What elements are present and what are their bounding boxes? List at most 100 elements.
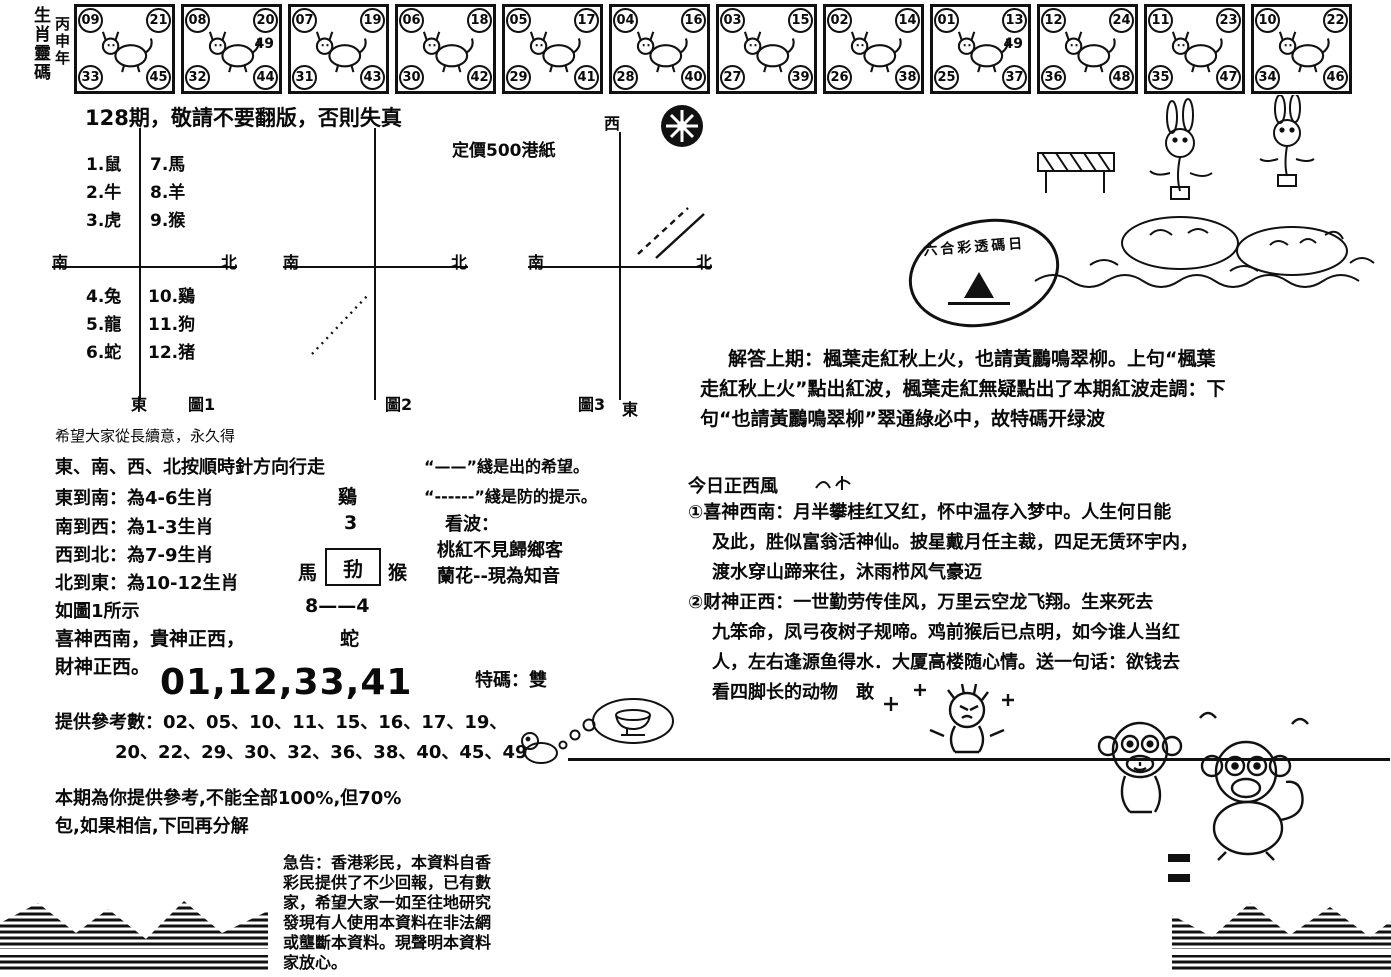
dotted-line-note: “------”綫是防的提示。 xyxy=(424,487,597,506)
ball-number: 39 xyxy=(788,65,813,90)
zodiac-number-row: 09 21 33 45 08 20 49 32 44 07 19 31 43 0… xyxy=(74,4,1352,94)
monkey-illustration-icon xyxy=(952,27,1010,75)
gods-line-2: 財神正西。 xyxy=(55,656,151,678)
fig3-west-label: 西 xyxy=(604,114,621,133)
legend-horse: 7.馬 xyxy=(150,155,186,175)
fig2-vertical-line xyxy=(374,128,376,400)
fig1-vertical-line xyxy=(139,128,141,400)
fig1-horizontal-line xyxy=(52,266,237,268)
fig2-label: 圖2 xyxy=(385,395,413,414)
wealth-god-line-2: 九笨命，凤弓夜树子规啼。鸡前猴后已点明，如今谁人当红 xyxy=(712,622,1180,643)
ball-number: 06 xyxy=(399,8,424,33)
dog-illustration-icon xyxy=(1166,27,1224,75)
ball-number: 02 xyxy=(827,8,852,33)
ball-number: 18 xyxy=(467,8,492,33)
legend-tiger: 3.虎 xyxy=(86,211,122,231)
zodiac-box-tiger: 07 19 31 43 xyxy=(288,4,389,94)
ball-number: 03 xyxy=(720,8,745,33)
fig3-horizontal-line xyxy=(528,266,712,268)
legend-ox: 2.牛 xyxy=(86,183,122,203)
wave-line-2: 蘭花--現為知音 xyxy=(437,566,560,587)
tiger-illustration-icon xyxy=(310,27,368,75)
ball-number: 09 xyxy=(78,8,103,33)
ball-number: 22 xyxy=(1323,8,1348,33)
ball-number: 17 xyxy=(574,8,599,33)
ink-mark xyxy=(1168,854,1190,862)
mini-right-monkey: 猴 xyxy=(388,562,408,584)
ball-number: 48 xyxy=(1109,65,1134,90)
horse-illustration-icon xyxy=(738,27,796,75)
ball-number: 05 xyxy=(506,8,531,33)
ball-number: 23 xyxy=(1216,8,1241,33)
ball-number: 19 xyxy=(360,8,385,33)
ball-number: 20 xyxy=(253,8,278,33)
solid-line-note: “——”綫是出的希望。 xyxy=(424,457,590,476)
ball-number: 36 xyxy=(1041,65,1066,90)
zodiac-box-dragon: 05 17 29 41 xyxy=(502,4,603,94)
wealth-god-line-1: ②财神正西：一世勤劳传佳风，万里云空龙飞翔。生来死去 xyxy=(688,592,1154,613)
issue-notice: 128期，敬請不要翻版，否則失真 xyxy=(85,106,402,130)
zodiac-box-goat: 02 14 26 38 xyxy=(823,4,924,94)
zodiac-box-monkey: 01 13 49 25 37 xyxy=(930,4,1031,94)
ball-number: 43 xyxy=(360,65,385,90)
fig2-north-label: 北 xyxy=(451,253,468,272)
ball-number: 46 xyxy=(1323,65,1348,90)
ball-number: 44 xyxy=(253,65,278,90)
mini-center-char: 劧 xyxy=(343,556,363,581)
mini-number: 3 xyxy=(344,512,358,534)
urgent-notice-line-3: 家，希望大家一如至往地研究 xyxy=(283,893,492,912)
ball-number: 16 xyxy=(681,8,706,33)
dragon-illustration-icon xyxy=(524,27,582,75)
fig3-hint-lines xyxy=(637,207,705,259)
legend-goat: 8.羊 xyxy=(150,183,186,203)
joy-god-line-2: 及此，胜似富翁活神仙。披星戴月任主裁，四足无赁环宇内， xyxy=(712,532,1198,553)
ball-number: 42 xyxy=(467,65,492,90)
ball-number: 30 xyxy=(399,65,424,90)
zigzag-decoration-left xyxy=(0,901,268,971)
fig2-south-label: 南 xyxy=(283,253,300,272)
flower-stamp-icon xyxy=(661,105,703,147)
ball-number: 10 xyxy=(1255,8,1280,33)
fig3-label: 圖3 xyxy=(578,395,606,414)
ball-number: 21 xyxy=(146,8,171,33)
rooster-illustration-icon xyxy=(1059,27,1117,75)
rule-west-north: 西到北：為7-9生肖 xyxy=(55,545,214,566)
rule-north-east: 北到東：為10-12生肖 xyxy=(55,573,239,594)
joy-god-line-3: 渡水穿山蹄来往，沐雨栉风气豪迈 xyxy=(712,562,982,583)
urgent-notice-line-2: 彩民提供了不少回報，已有數 xyxy=(283,873,492,892)
ball-number: 37 xyxy=(1002,65,1027,90)
zodiac-box-pig: 10 22 34 46 xyxy=(1251,4,1352,94)
wealth-god-line-4: 看四脚长的动物 敢 xyxy=(712,682,874,703)
ball-number: 40 xyxy=(681,65,706,90)
mini-bottom-snake: 蛇 xyxy=(340,628,360,650)
zodiac-box-rat: 09 21 33 45 xyxy=(74,4,175,94)
ball-number: 04 xyxy=(613,8,638,33)
ball-number: 26 xyxy=(827,65,852,90)
masthead-title: 生肖靈碼 xyxy=(30,6,50,82)
ball-number: 12 xyxy=(1041,8,1066,33)
zodiac-box-dog: 11 23 35 47 xyxy=(1144,4,1245,94)
ball-number: 29 xyxy=(506,65,531,90)
wealth-god-line-3: 人，左右逢源鱼得水．大厦高楼随心情。送一句话：欲钱去 xyxy=(712,652,1180,673)
answer-line-3: 句“也請黃鸝鳴翠柳”翠通綠必中，故特碼开绿波 xyxy=(700,408,1105,430)
mini-center-box: 劧 xyxy=(325,548,381,586)
ball-number: 28 xyxy=(613,65,638,90)
rule-east-south: 東到南：為4-6生肖 xyxy=(55,488,214,509)
fig1-label: 圖1 xyxy=(188,395,216,414)
ball-number: 47 xyxy=(1216,65,1241,90)
ball-number: 24 xyxy=(1109,8,1134,33)
see-fig1-line: 如圖1所示 xyxy=(55,601,140,622)
legend-rat: 1.鼠 xyxy=(86,155,122,175)
legend-dragon: 5.龍 xyxy=(86,315,122,335)
walk-rule-line: 東、南、西、北按順時針方向行走 xyxy=(55,457,325,478)
answer-line-1: 解答上期：楓葉走紅秋上火，也請黃鸝鳴翠柳。上句“楓葉 xyxy=(728,348,1216,370)
zodiac-box-rabbit: 06 18 30 42 xyxy=(395,4,496,94)
fig2-horizontal-line xyxy=(283,266,468,268)
fig1-north-label: 北 xyxy=(221,253,238,272)
masthead-year: 丙申年 xyxy=(53,16,71,67)
ball-number: 27 xyxy=(720,65,745,90)
special-code: 特碼：雙 xyxy=(475,670,547,691)
legend-snake: 6.蛇 xyxy=(86,343,122,363)
ball-number: 34 xyxy=(1255,65,1280,90)
